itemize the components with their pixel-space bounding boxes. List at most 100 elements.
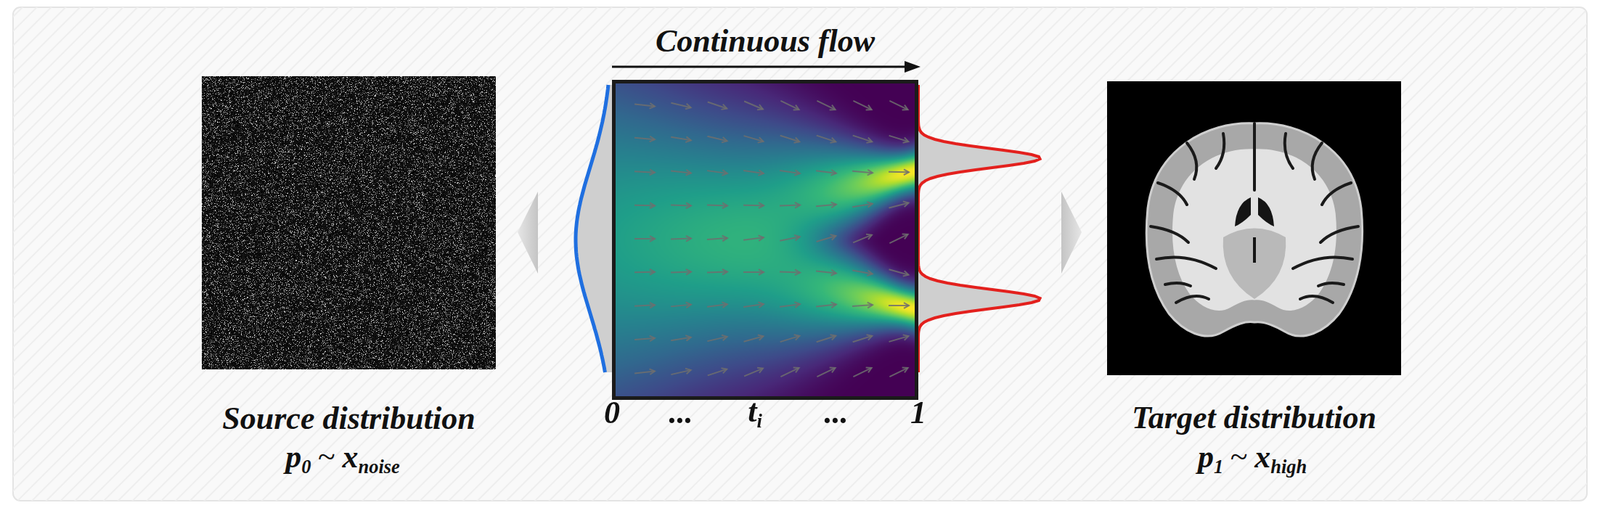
field-arrow-head — [830, 234, 837, 240]
sulcus — [1215, 133, 1224, 169]
field-arrow-head — [685, 335, 692, 342]
source-formula: p0~xnoise — [285, 439, 400, 479]
field-arrow-head — [829, 368, 836, 374]
field-arrow-head — [903, 270, 909, 276]
field-arrow-head — [649, 136, 655, 143]
ventricle — [1258, 197, 1275, 227]
sulcus — [1300, 296, 1333, 303]
panel-hatching — [13, 7, 1587, 501]
symbol: 0 — [603, 394, 620, 431]
field-arrow-head — [721, 169, 727, 176]
field-arrow — [816, 368, 835, 377]
field-arrow — [888, 171, 909, 174]
direction-triangle — [517, 191, 538, 274]
field-arrow-head — [902, 105, 909, 111]
field-arrow-head — [866, 201, 873, 208]
field-arrow-head — [685, 368, 692, 374]
field-arrow-head — [867, 302, 873, 309]
cortex — [1146, 123, 1362, 337]
sulcus — [1165, 283, 1191, 287]
image-heading: Source distribution — [222, 400, 475, 438]
field-arrow-head — [830, 169, 836, 176]
axis-ellipsis: ... — [669, 394, 694, 432]
field-arrow — [744, 101, 763, 110]
target-formula: p1~xhigh — [1197, 439, 1307, 479]
field-arrow-head — [829, 105, 836, 111]
image-heading: Continuous flow — [655, 22, 875, 61]
deep-grey-matter — [1223, 228, 1287, 300]
field-arrow-head — [686, 235, 692, 242]
field-arrow — [889, 100, 908, 110]
field-arrow-head — [649, 103, 655, 109]
image-heading: Target distribution — [1131, 399, 1377, 438]
sulcus — [1176, 296, 1209, 303]
field-arrow-head — [686, 169, 692, 176]
field-arrow-head — [829, 137, 836, 144]
field-arrow — [634, 271, 655, 274]
field-arrow-head — [649, 269, 655, 276]
field-arrow — [889, 234, 908, 244]
vector-field — [615, 83, 915, 397]
third-ventricle — [1252, 237, 1256, 263]
field-arrow-head — [685, 136, 692, 143]
operator: ~ — [1230, 439, 1248, 475]
field-arrow-head — [866, 270, 873, 276]
field-arrow-head — [757, 104, 763, 110]
field-arrow-head — [757, 301, 763, 308]
field-arrow-head — [866, 368, 872, 374]
field-arrow-head — [686, 301, 692, 308]
sulcus — [1320, 226, 1359, 243]
field-arrow-head — [902, 368, 909, 374]
field-arrow-head — [757, 334, 764, 340]
symbol: p — [285, 439, 302, 475]
subscript: high — [1270, 456, 1307, 479]
field-arrow-head — [649, 368, 655, 375]
symbol: p — [1197, 439, 1214, 475]
field-arrow-head — [720, 104, 727, 110]
field-arrow-head — [903, 201, 909, 207]
image-ground — [1107, 81, 1402, 376]
field-arrow-head — [866, 234, 872, 240]
field-arrow-head — [722, 202, 728, 209]
field-arrow-head — [686, 269, 692, 276]
time-arrow-line — [611, 66, 908, 69]
field-arrow-head — [794, 202, 800, 209]
field-arrow-head — [649, 336, 655, 342]
field-arrow-head — [686, 202, 692, 209]
noise-image: Source distribution — [201, 76, 496, 370]
field-arrow — [852, 368, 872, 377]
sulcus — [1318, 283, 1344, 287]
field-arrow-head — [757, 368, 763, 374]
field-arrow-head — [829, 334, 836, 340]
field-arrow-head — [721, 137, 728, 143]
field-arrow-head — [794, 301, 800, 308]
field-arrow-head — [866, 334, 873, 340]
field-arrow-head — [867, 169, 873, 176]
sulcus — [1157, 182, 1187, 205]
symbol: t — [747, 393, 757, 430]
field-arrow-head — [721, 301, 727, 308]
field-arrow-head — [903, 169, 909, 175]
field-arrow — [852, 100, 872, 110]
field-arrow — [889, 368, 908, 377]
field-arrow-head — [903, 137, 909, 143]
sulcus — [1292, 256, 1353, 269]
source-density-fill — [575, 84, 612, 373]
sulcus — [1150, 226, 1189, 243]
axis-ellipsis: ... — [824, 394, 849, 432]
symbol: ... — [669, 394, 694, 431]
field-arrow — [779, 271, 800, 273]
field-arrow-head — [866, 137, 872, 144]
field-arrow-head — [758, 202, 764, 209]
density-heatmap — [615, 83, 915, 397]
field-arrow-head — [903, 334, 909, 340]
field-arrow-head — [866, 105, 872, 111]
field-arrow-head — [722, 235, 728, 242]
axis-tick: 1 — [910, 394, 927, 432]
axis-tick: ti — [747, 393, 763, 433]
field-arrow — [743, 204, 764, 207]
field-arrow — [744, 368, 763, 377]
target-density-curve — [918, 84, 1041, 373]
field-arrow-head — [794, 235, 800, 242]
